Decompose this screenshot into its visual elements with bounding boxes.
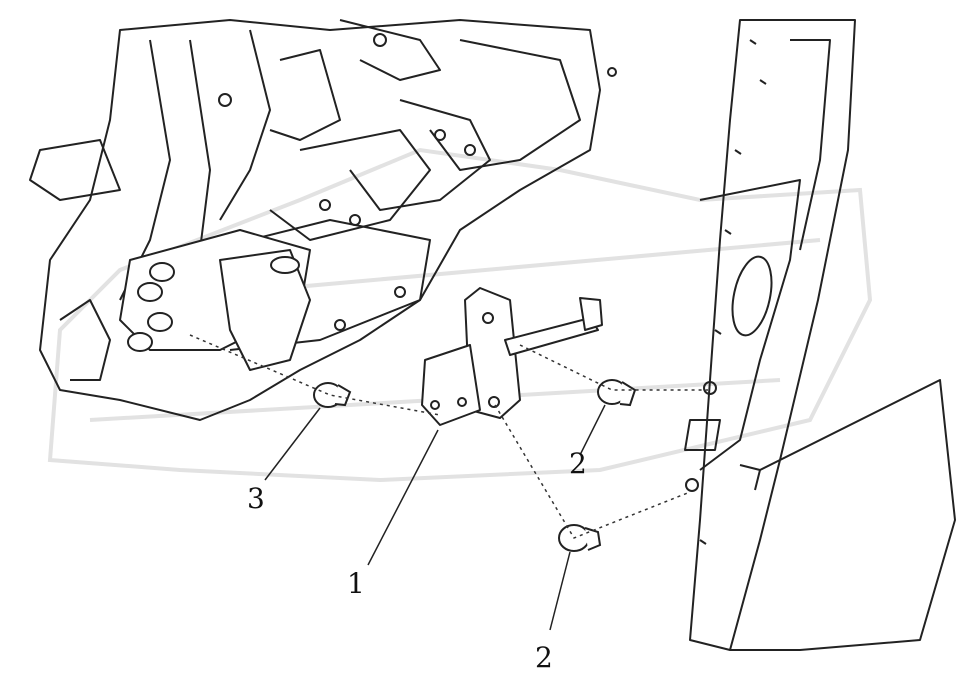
callout-1: 1 — [347, 567, 365, 600]
vehicle-body-left — [29, 19, 617, 421]
hinge-bolt — [147, 312, 173, 332]
callout-3: 3 — [247, 482, 265, 515]
bolt-2-lower — [558, 524, 602, 552]
door-hinge — [119, 229, 311, 371]
callout-2: 2 — [535, 641, 553, 674]
door-check-strap — [421, 287, 603, 426]
leader-lines — [264, 404, 606, 631]
bolt-2-upper — [597, 379, 637, 407]
door-panel-right — [684, 19, 956, 651]
hinge-bolt — [149, 262, 175, 282]
callout-2: 2 — [569, 447, 587, 480]
bolt-3 — [313, 382, 352, 408]
hinge-bolt — [137, 282, 163, 302]
assembly-lines — [189, 334, 708, 539]
hinge-bolt — [127, 332, 153, 352]
